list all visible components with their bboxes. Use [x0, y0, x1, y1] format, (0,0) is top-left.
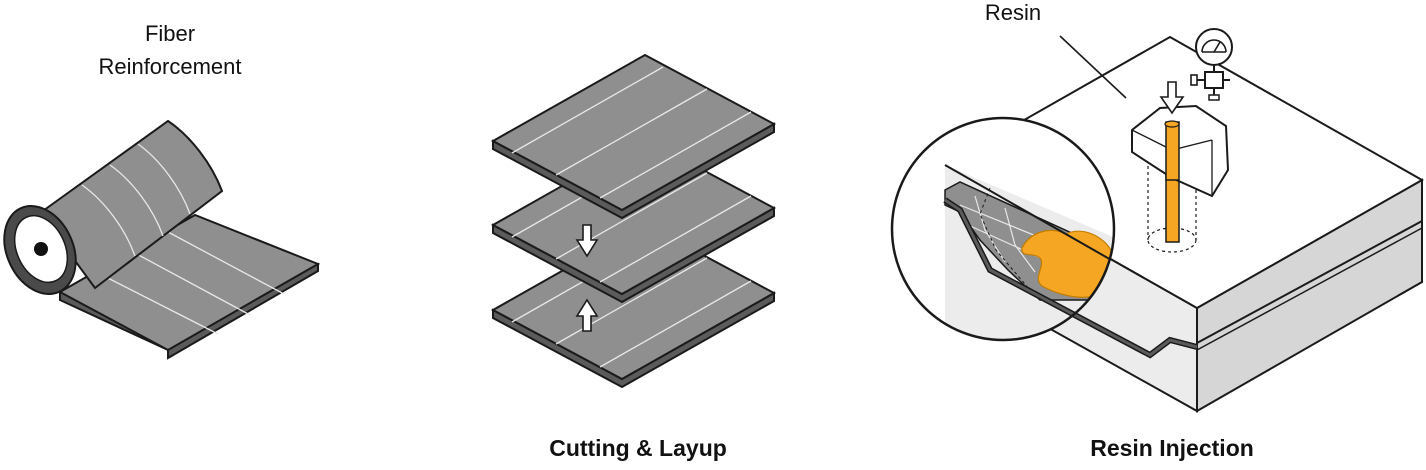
fiber-roll-icon — [0, 121, 318, 358]
cutting-layup-caption: Cutting & Layup — [508, 435, 768, 462]
resin-injection-caption: Resin Injection — [1042, 435, 1302, 462]
fiber-label-line2: Reinforcement — [70, 50, 270, 83]
fiber-label-line1: Fiber — [70, 17, 270, 50]
ply-stack — [493, 55, 774, 387]
resin-label: Resin — [963, 0, 1063, 29]
fiber-reinforcement-label: Fiber Reinforcement — [70, 17, 270, 83]
